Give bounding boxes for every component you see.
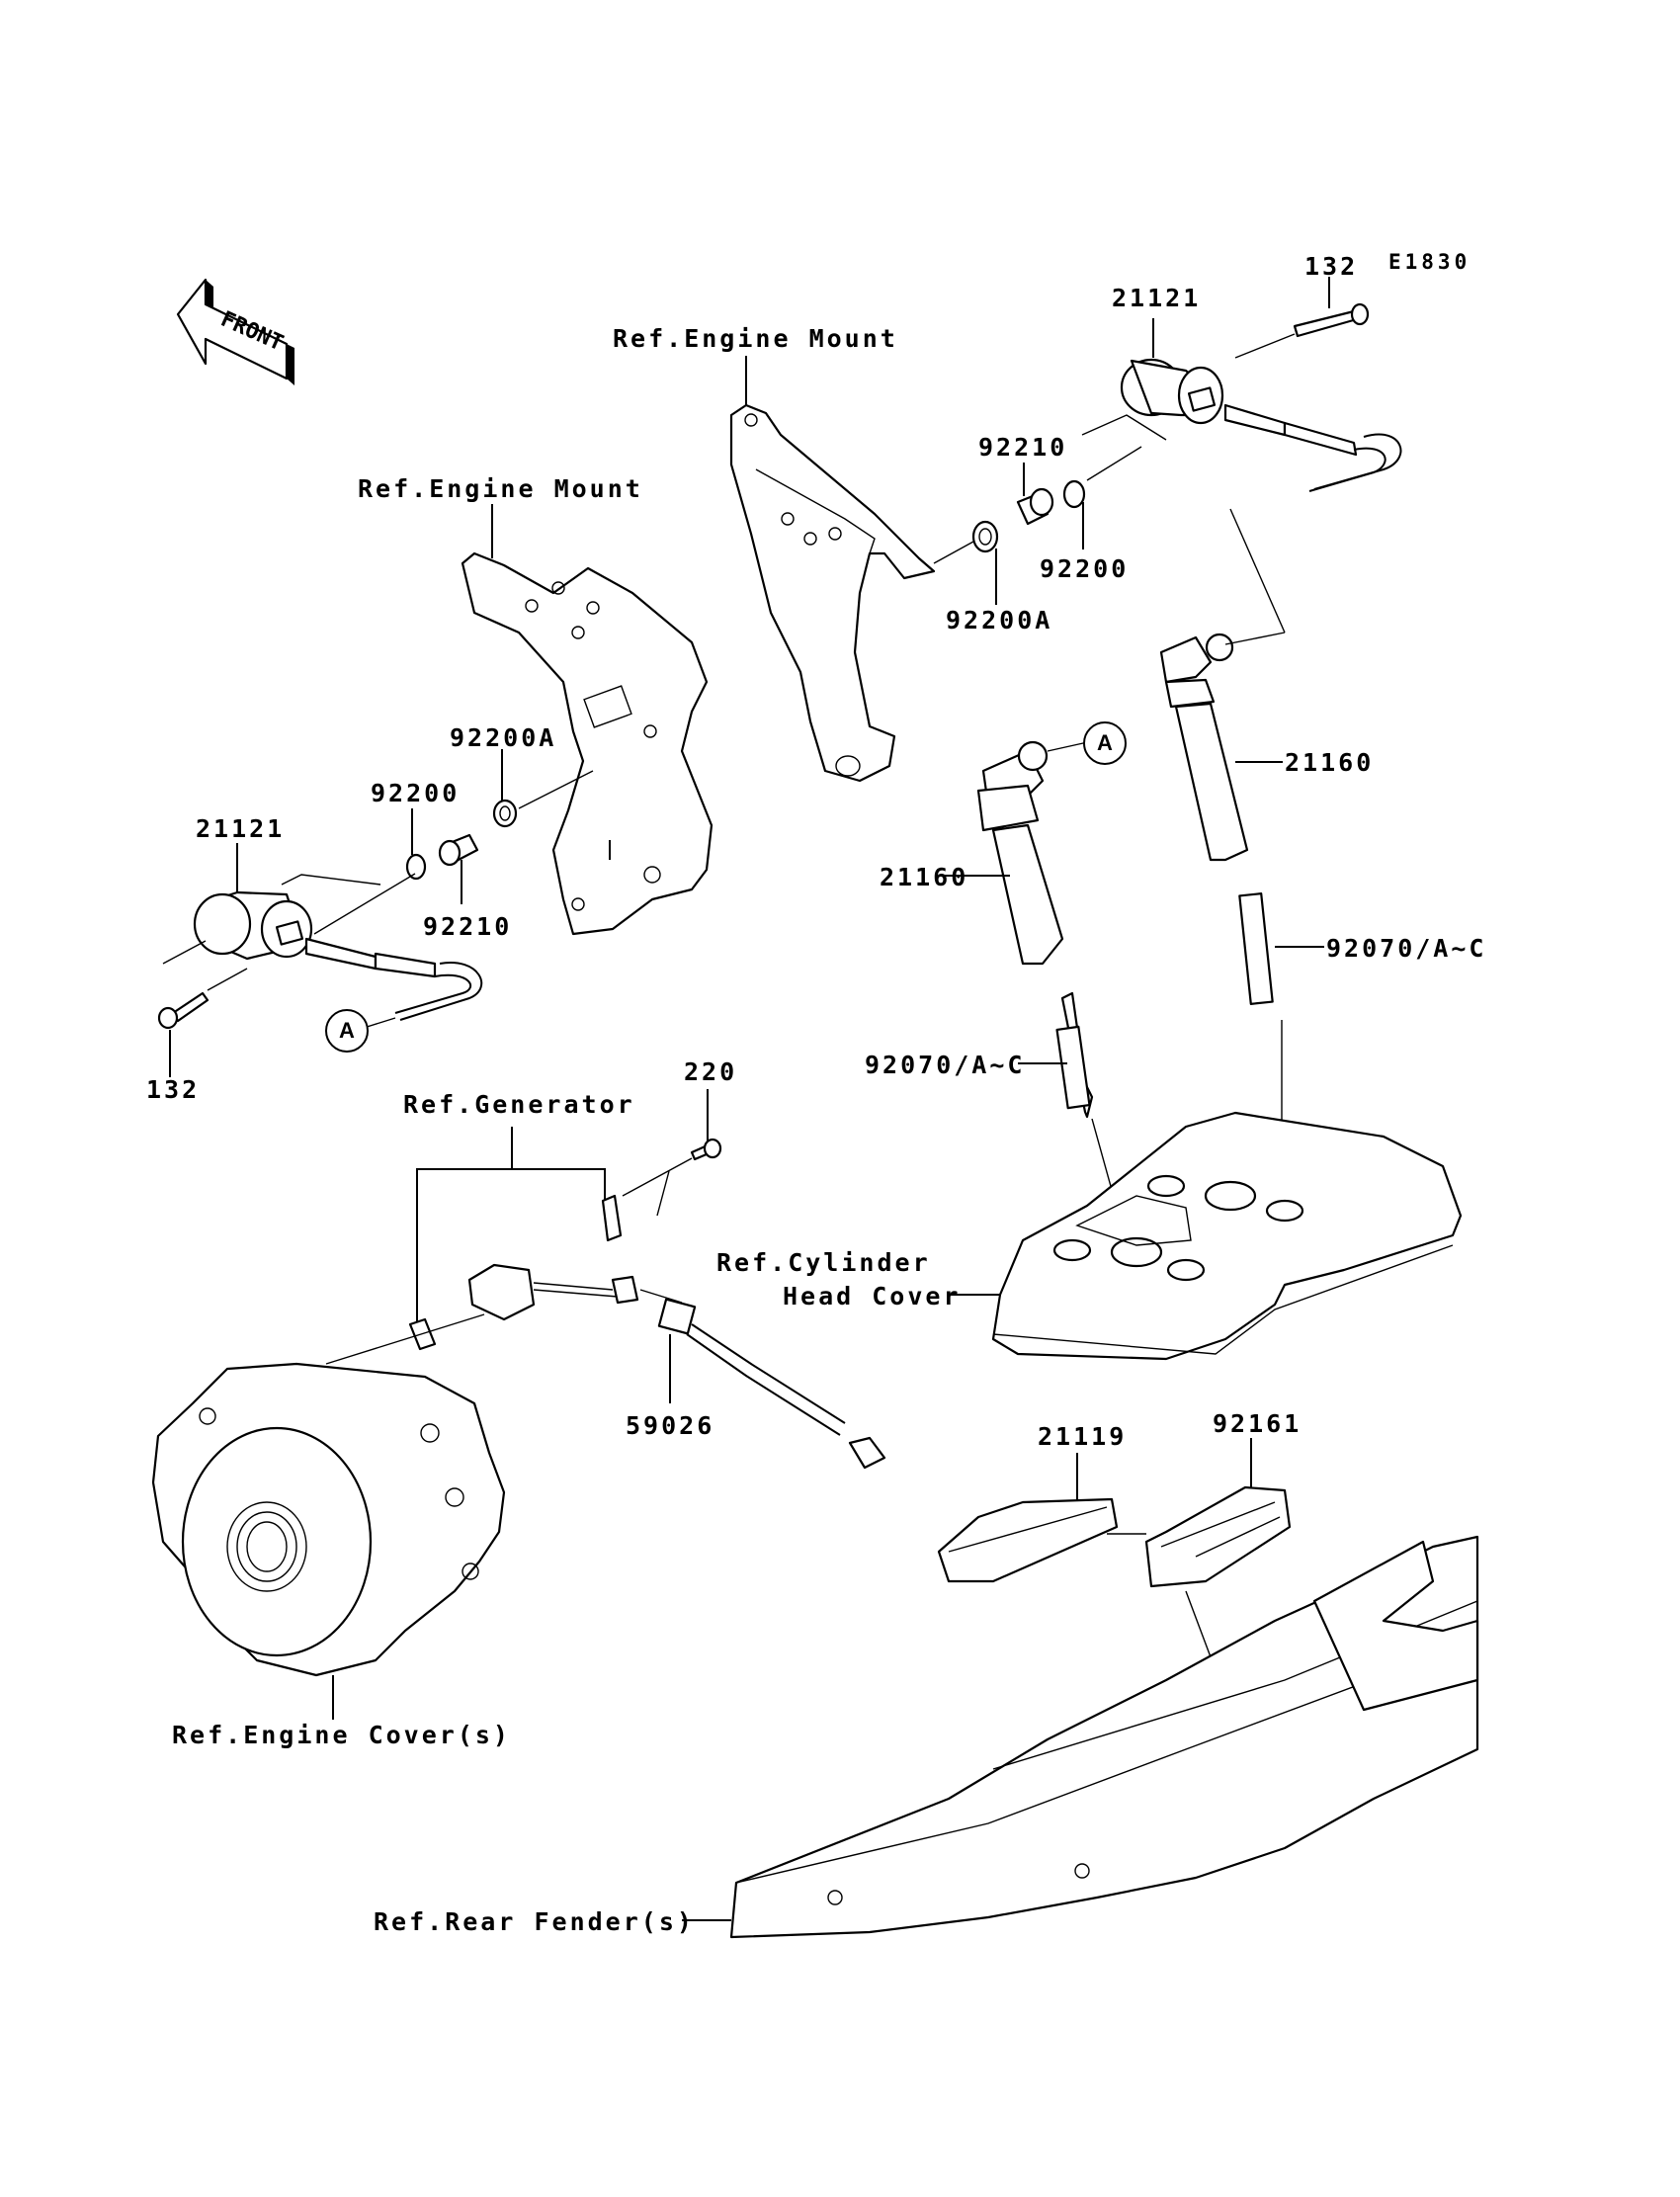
part-label-92210-left: 92210 — [423, 912, 513, 941]
part-label-132-left: 132 — [146, 1075, 201, 1104]
drawing-code: E1830 — [1388, 250, 1471, 274]
pickup-coil-sensor — [325, 1263, 886, 1470]
generator-engine-cover — [151, 1362, 506, 1720]
bolt-132-left — [157, 968, 248, 1077]
ignition-coil-left — [162, 843, 483, 1021]
part-label-92200-top: 92200 — [1040, 554, 1130, 583]
part-label-220: 220 — [684, 1057, 738, 1086]
part-label-92200-left: 92200 — [371, 779, 461, 807]
part-label-92200A-left: 92200A — [450, 723, 557, 752]
part-label-21160-left: 21160 — [880, 863, 969, 891]
ref-generator-label: Ref.Generator — [403, 1090, 635, 1119]
ref-cylinder-head-cover-label-line1: Ref.Cylinder — [716, 1248, 931, 1277]
part-label-21119: 21119 — [1038, 1422, 1128, 1451]
washer-92200-left — [405, 808, 427, 881]
part-label-132-top: 132 — [1304, 252, 1359, 281]
ref-engine-mount-center-label: Ref.Engine Mount — [613, 324, 898, 353]
generator-clamp — [408, 1194, 623, 1351]
cylinder-head-cover — [991, 1111, 1463, 1361]
washer-92200A-left — [492, 749, 594, 828]
ref-rear-fenders-label: Ref.Rear Fender(s) — [374, 1907, 695, 1936]
collar-92210-left — [438, 833, 479, 904]
washer-92200A-top — [933, 520, 999, 605]
part-label-92210-top: 92210 — [978, 433, 1068, 462]
part-label-92200A-top: 92200A — [946, 606, 1053, 634]
ignition-coil-right — [1120, 358, 1402, 492]
spark-plug-cap-right — [1159, 508, 1286, 862]
callout-a-lower: A — [325, 1009, 369, 1053]
engine-mount-left — [461, 504, 714, 936]
front-arrow-icon: FRONT — [176, 278, 294, 385]
collar-92210-top — [1016, 463, 1054, 526]
igniter-21119 — [937, 1453, 1146, 1583]
part-label-21160-right: 21160 — [1285, 748, 1375, 777]
part-label-92161: 92161 — [1213, 1409, 1302, 1438]
part-label-59026: 59026 — [626, 1411, 715, 1440]
part-label-92070-left: 92070/A~C — [865, 1051, 1026, 1079]
part-label-21121-left: 21121 — [196, 814, 286, 843]
ref-cylinder-head-cover-label-line2: Head Cover — [783, 1282, 962, 1310]
spark-plug-cap-left — [976, 740, 1093, 966]
part-label-92070-right: 92070/A~C — [1326, 934, 1487, 963]
ref-engine-mount-left-label: Ref.Engine Mount — [358, 474, 643, 503]
ref-engine-covers-label: Ref.Engine Cover(s) — [172, 1721, 511, 1749]
bolt-132-top — [1234, 277, 1370, 359]
washer-92200-top — [1062, 446, 1142, 549]
rear-fender — [682, 1535, 1479, 1939]
bolt-220 — [622, 1089, 722, 1217]
engine-mount-center — [729, 356, 936, 783]
part-label-21121-top: 21121 — [1112, 284, 1202, 312]
callout-a-upper: A — [1083, 721, 1127, 765]
